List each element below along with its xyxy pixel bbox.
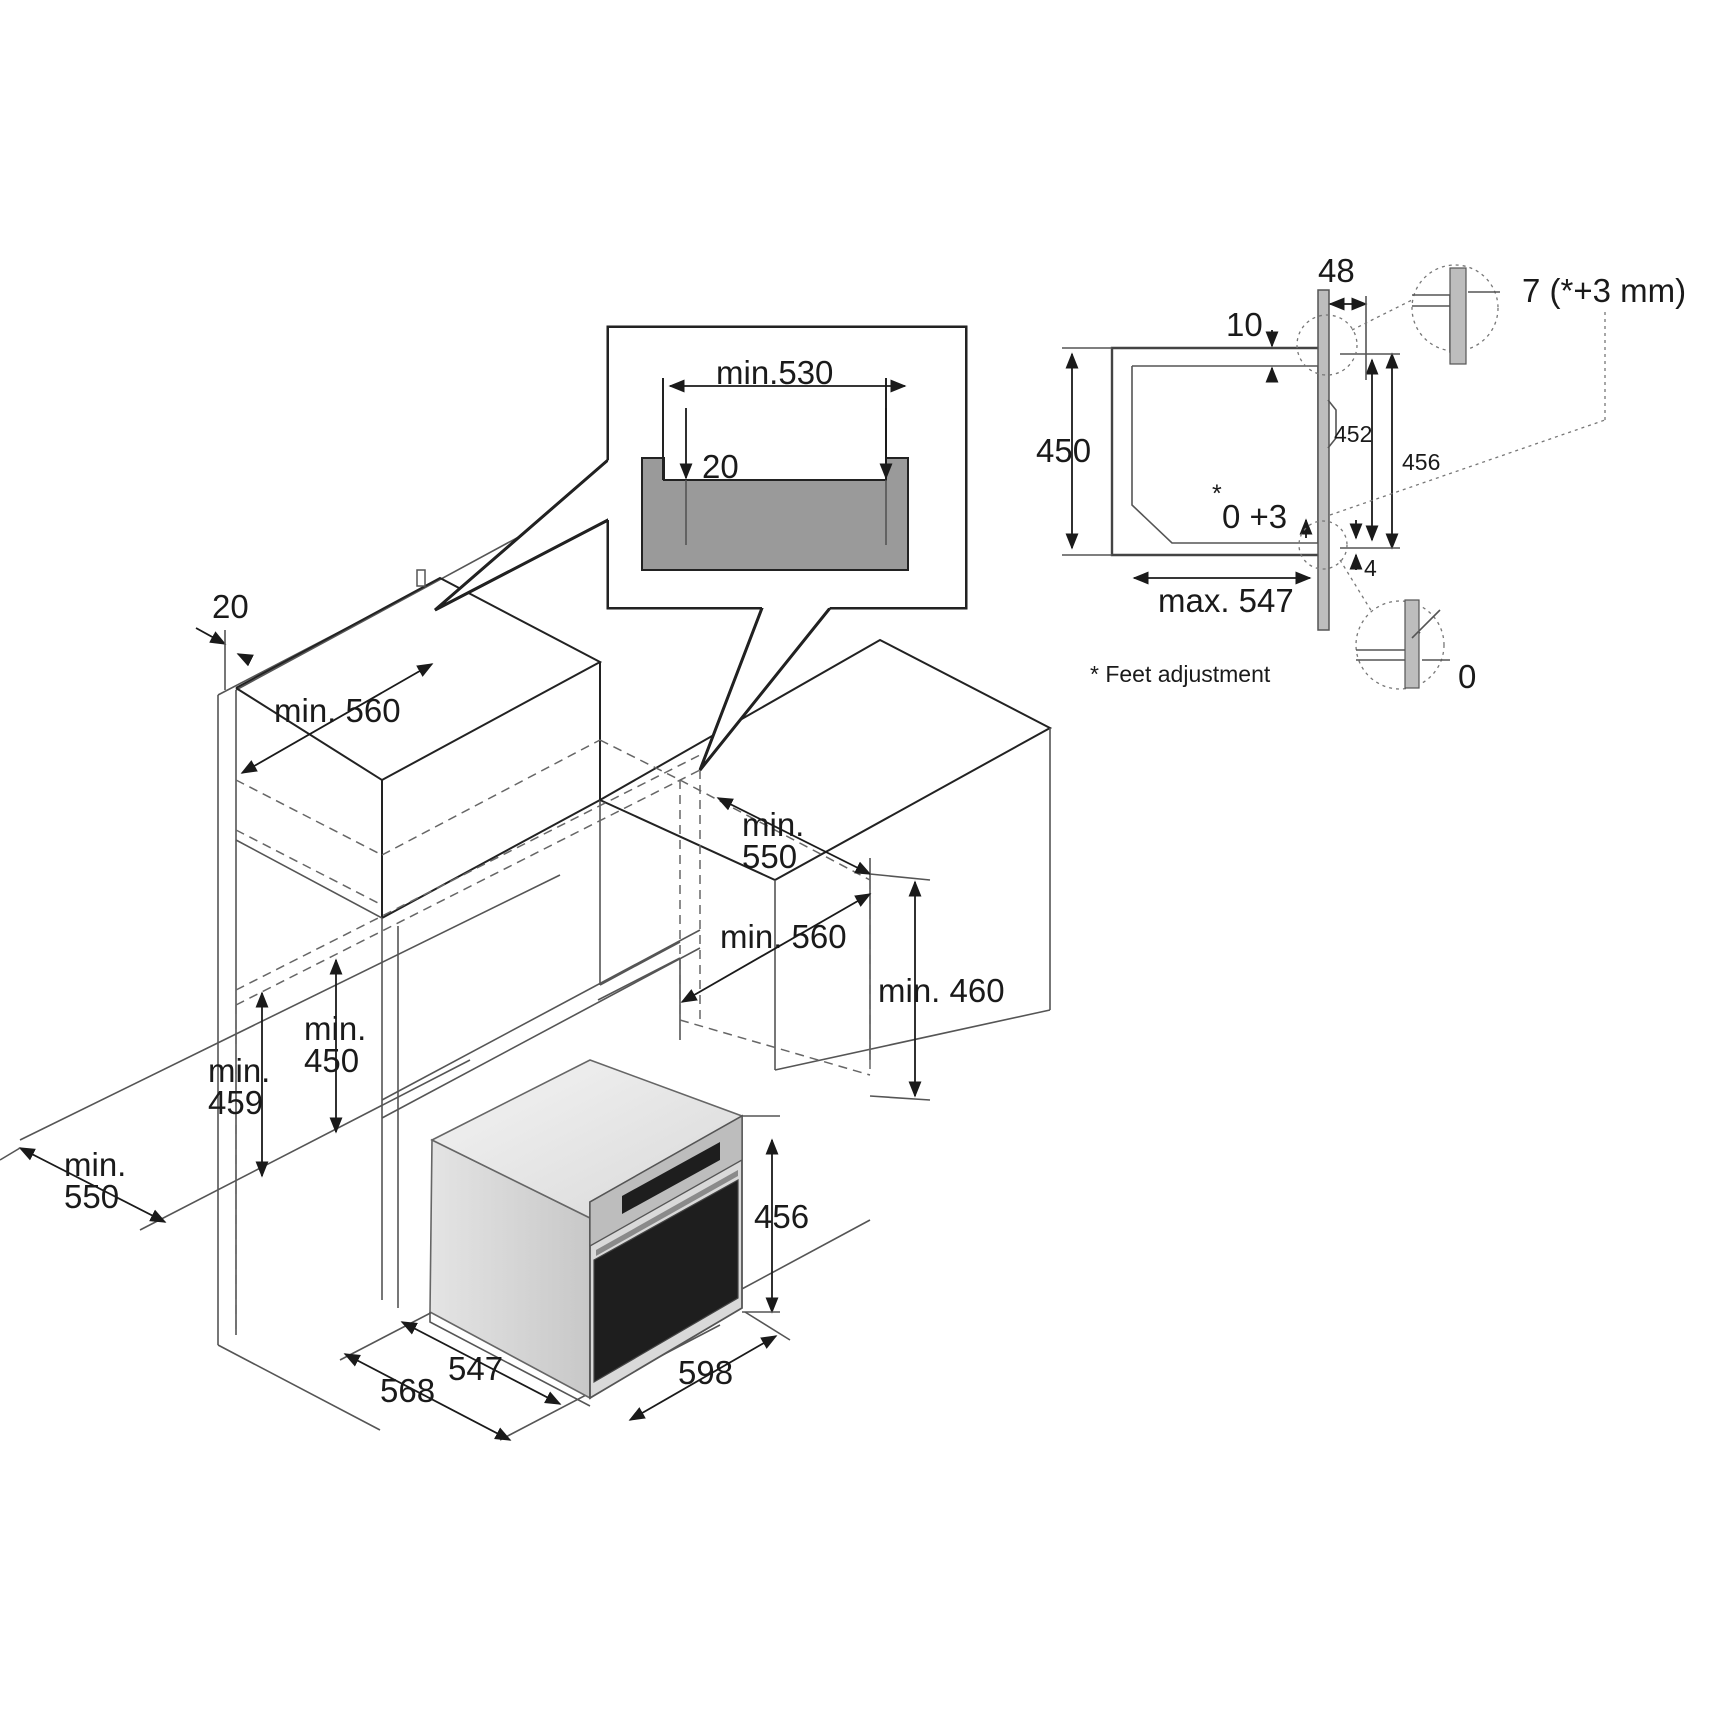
- niche-height-left-label-line1: min.: [208, 1052, 270, 1089]
- feet-adjustment-label: 0 +3: [1222, 498, 1287, 535]
- dimension-labels: min.530 20 20 min. 560 min. 550 min. 560…: [64, 252, 1686, 1409]
- panel-thickness-label: 48: [1318, 252, 1355, 289]
- detail-bottom-label: 0: [1458, 658, 1476, 695]
- oven-height-label: 456: [754, 1198, 809, 1235]
- top-width-label: 20: [212, 588, 249, 625]
- front-depth-label-line2: 550: [64, 1178, 119, 1215]
- niche-height-left-label-line2: 459: [208, 1084, 263, 1121]
- upper-depth-right-label-line1: min.: [742, 806, 804, 843]
- cabinet-structure: [19, 519, 1053, 1441]
- oven-total-depth-label: 568: [380, 1372, 435, 1409]
- side-height-label: 450: [1036, 432, 1091, 469]
- front-depth-label-line1: min.: [64, 1146, 126, 1183]
- detail-top-label: 7 (*+3 mm): [1522, 272, 1686, 309]
- feet-star: *: [1212, 480, 1222, 508]
- lower-depth-label: min. 560: [720, 918, 847, 955]
- callout-detail: [434, 325, 968, 771]
- outer-height-label: 456: [1402, 449, 1440, 475]
- upper-depth-label: min. 560: [274, 692, 401, 729]
- callout-width-label: min.530: [716, 354, 833, 391]
- top-gap-label: 10: [1226, 306, 1263, 343]
- oven-width-label: 598: [678, 1354, 733, 1391]
- niche-height-label-line1: min.: [304, 1010, 366, 1047]
- installation-dimension-arrows: [0, 627, 931, 1441]
- upper-depth-right-label-line2: 550: [742, 838, 797, 875]
- max-depth-label: max. 547: [1158, 582, 1294, 619]
- inner-height-label: 452: [1334, 421, 1372, 447]
- niche-height-label-line2: 450: [304, 1042, 359, 1079]
- side-view-diagram: [1062, 264, 1606, 690]
- footnote-text: * Feet adjustment: [1090, 661, 1271, 687]
- callout-offset-label: 20: [702, 448, 739, 485]
- niche-height-right-label: min. 460: [878, 972, 1005, 1009]
- oven-body-depth-label: 547: [448, 1350, 503, 1387]
- bottom-gap-label: 4: [1364, 555, 1377, 581]
